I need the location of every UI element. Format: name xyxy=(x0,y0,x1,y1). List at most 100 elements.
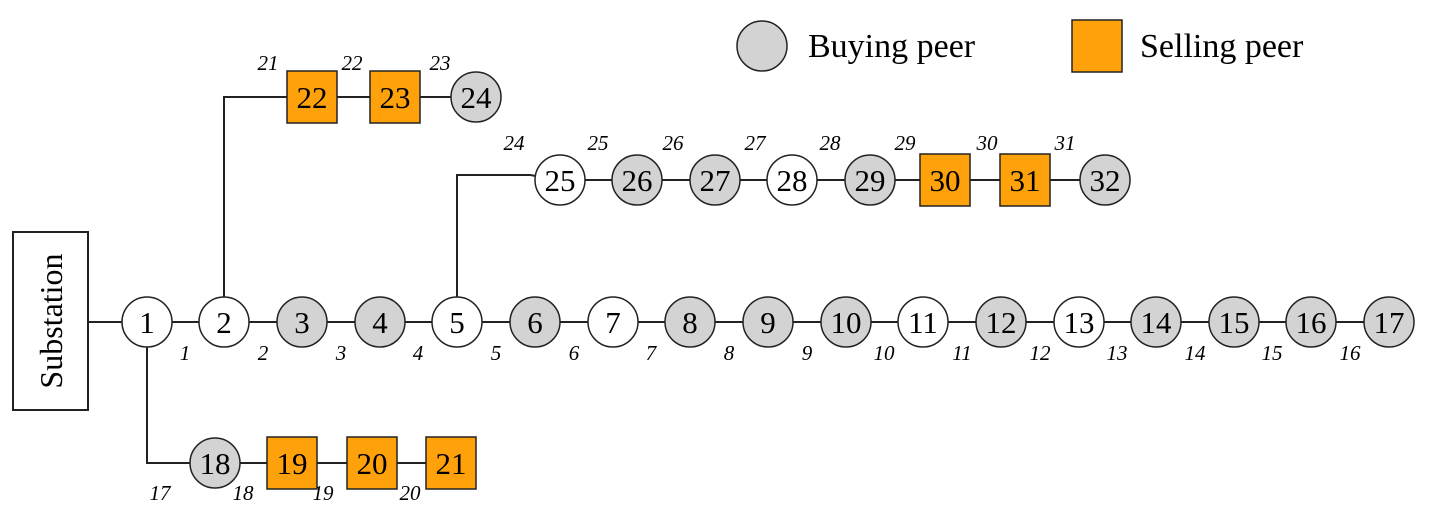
legend-buying-label: Buying peer xyxy=(808,28,976,65)
branch-label-28: 28 xyxy=(820,131,842,155)
branch-label-13: 13 xyxy=(1107,341,1128,365)
node-label-11: 11 xyxy=(908,305,938,340)
node-label-27: 27 xyxy=(700,163,731,198)
node-label-23: 23 xyxy=(380,80,411,115)
node-label-20: 20 xyxy=(357,446,388,481)
branch-label-24: 24 xyxy=(504,131,526,155)
buying-peer-node-18 xyxy=(189,437,241,489)
bus-node-2 xyxy=(198,296,250,348)
node-label-10: 10 xyxy=(831,305,862,340)
substation-box xyxy=(12,231,89,411)
branch-label-4: 4 xyxy=(413,341,424,365)
buying-peer-node-15 xyxy=(1208,296,1260,348)
selling-peer-node-31 xyxy=(999,153,1051,207)
node-label-24: 24 xyxy=(461,80,493,115)
node-label-26: 26 xyxy=(622,163,653,198)
buying-peer-node-3 xyxy=(276,296,328,348)
branch-label-16: 16 xyxy=(1340,341,1362,365)
branch-label-23: 23 xyxy=(430,51,451,75)
buying-peer-node-6 xyxy=(509,296,561,348)
node-label-30: 30 xyxy=(930,163,961,198)
buying-peer-node-29 xyxy=(844,154,896,206)
buying-peer-node-24 xyxy=(450,71,502,123)
legend-buying-icon xyxy=(736,20,788,72)
node-label-13: 13 xyxy=(1064,305,1095,340)
line-branch-22-24 xyxy=(223,96,476,322)
node-label-19: 19 xyxy=(277,446,308,481)
bus-node-25 xyxy=(534,154,586,206)
node-label-15: 15 xyxy=(1219,305,1250,340)
branch-label-18: 18 xyxy=(233,481,255,505)
buying-peer-node-26 xyxy=(611,154,663,206)
node-label-7: 7 xyxy=(605,305,621,340)
node-label-3: 3 xyxy=(294,305,310,340)
buying-peer-node-14 xyxy=(1130,296,1182,348)
node-label-1: 1 xyxy=(139,305,155,340)
node-label-29: 29 xyxy=(855,163,886,198)
branch-label-29: 29 xyxy=(895,131,917,155)
bus-node-5 xyxy=(431,296,483,348)
buying-peer-node-16 xyxy=(1285,296,1337,348)
node-label-14: 14 xyxy=(1141,305,1173,340)
branch-label-15: 15 xyxy=(1262,341,1283,365)
branch-label-11: 11 xyxy=(952,341,971,365)
selling-peer-node-21 xyxy=(425,436,477,490)
buying-peer-node-32 xyxy=(1079,154,1131,206)
bus-node-13 xyxy=(1053,296,1105,348)
branch-label-31: 31 xyxy=(1054,131,1076,155)
bus-node-28 xyxy=(766,154,818,206)
branch-label-14: 14 xyxy=(1185,341,1207,365)
node-label-12: 12 xyxy=(986,305,1017,340)
branch-label-26: 26 xyxy=(663,131,685,155)
bus-node-7 xyxy=(587,296,639,348)
node-label-22: 22 xyxy=(297,80,328,115)
branch-label-27: 27 xyxy=(745,131,768,155)
branch-label-10: 10 xyxy=(874,341,896,365)
buying-peer-node-10 xyxy=(820,296,872,348)
node-label-31: 31 xyxy=(1010,163,1041,198)
branch-label-6: 6 xyxy=(569,341,580,365)
branch-label-21: 21 xyxy=(258,51,279,75)
node-label-8: 8 xyxy=(682,305,698,340)
branch-label-8: 8 xyxy=(724,341,735,365)
node-label-5: 5 xyxy=(449,305,465,340)
node-label-21: 21 xyxy=(436,446,467,481)
node-label-16: 16 xyxy=(1296,305,1327,340)
buying-peer-node-27 xyxy=(689,154,741,206)
bus-node-1 xyxy=(121,296,173,348)
selling-peer-node-30 xyxy=(919,153,971,207)
node-label-6: 6 xyxy=(527,305,543,340)
selling-peer-node-20 xyxy=(346,436,398,490)
buying-peer-node-8 xyxy=(664,296,716,348)
branch-label-5: 5 xyxy=(491,341,502,365)
buying-peer-node-9 xyxy=(742,296,794,348)
buying-peer-node-4 xyxy=(354,296,406,348)
node-label-28: 28 xyxy=(777,163,808,198)
branch-label-19: 19 xyxy=(313,481,335,505)
node-label-17: 17 xyxy=(1374,305,1405,340)
branch-label-17: 17 xyxy=(150,481,173,505)
buying-peer-node-12 xyxy=(975,296,1027,348)
buying-peer-node-17 xyxy=(1363,296,1415,348)
branch-label-25: 25 xyxy=(588,131,609,155)
branch-label-9: 9 xyxy=(802,341,813,365)
selling-peer-node-23 xyxy=(369,70,421,124)
branch-label-1: 1 xyxy=(180,341,191,365)
branch-label-2: 2 xyxy=(258,341,269,365)
branch-label-20: 20 xyxy=(400,481,422,505)
legend-selling-icon xyxy=(1071,19,1123,73)
node-label-18: 18 xyxy=(200,446,231,481)
legend-selling-label: Selling peer xyxy=(1140,28,1304,65)
branch-label-12: 12 xyxy=(1030,341,1052,365)
selling-peer-node-22 xyxy=(286,70,338,124)
branch-label-22: 22 xyxy=(342,51,364,75)
node-label-32: 32 xyxy=(1090,163,1121,198)
node-label-9: 9 xyxy=(760,305,776,340)
selling-peer-node-19 xyxy=(266,436,318,490)
branch-label-30: 30 xyxy=(976,131,999,155)
node-label-4: 4 xyxy=(372,305,388,340)
line-branch-25-32 xyxy=(456,174,1105,322)
bus-node-11 xyxy=(897,296,949,348)
